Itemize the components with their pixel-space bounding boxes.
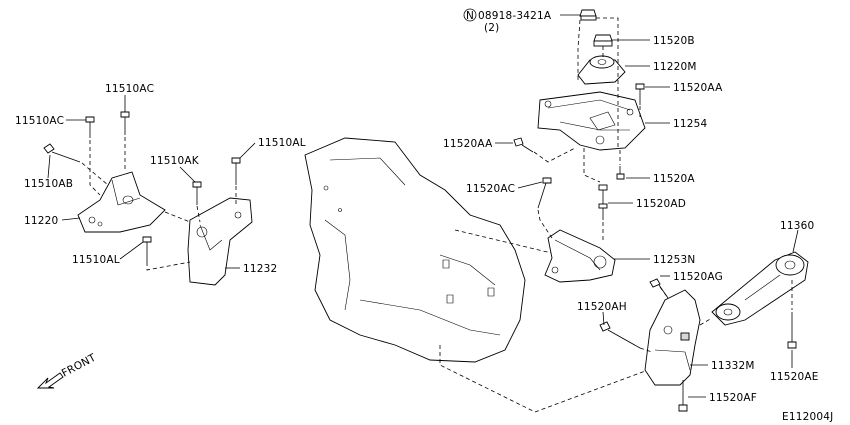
- bolt-11510AL-top: [231, 157, 241, 185]
- bolt-11520AH: [599, 321, 641, 349]
- bolt-11520AE: [787, 312, 797, 349]
- bracket-11332M: [644, 289, 701, 386]
- label-08918-3421A: 08918-3421A: [478, 10, 552, 22]
- label-11520AE: 11520AE: [770, 371, 819, 383]
- label-11520AA-right: 11520AA: [673, 82, 723, 94]
- stud-11520AC: [537, 177, 552, 209]
- diagram-code: E112004J: [782, 411, 833, 423]
- bolt-11510AB: [43, 143, 81, 163]
- label-11510AC-left: 11510AC: [15, 115, 64, 127]
- label-11510AL-bottom: 11510AL: [72, 254, 120, 266]
- bolt-11520A: [616, 166, 625, 180]
- bolt-11510AK: [192, 181, 202, 205]
- label-11232: 11232: [243, 263, 277, 275]
- label-11510AB: 11510AB: [24, 178, 73, 190]
- label-11520AF: 11520AF: [709, 392, 757, 404]
- front-label: FRONT: [60, 352, 99, 380]
- label-11520B: 11520B: [653, 35, 695, 47]
- label-11520A: 11520A: [653, 173, 695, 185]
- bracket-11253N: [544, 229, 616, 283]
- nut-08918-3421A: [579, 9, 597, 21]
- label-11520AA-left: 11520AA: [443, 138, 493, 150]
- bolt-11520AF: [678, 380, 688, 412]
- engine-block: [304, 137, 526, 363]
- label-11520AC: 11520AC: [466, 183, 515, 195]
- bracket-11254: [537, 91, 646, 151]
- label-11520AH: 11520AH: [577, 301, 627, 313]
- bolt-11520AA-right: [635, 83, 645, 105]
- torque-rod-11360: [711, 251, 809, 326]
- label-11510AL-top: 11510AL: [258, 137, 306, 149]
- bolt-11510AC-left: [85, 116, 95, 138]
- label-11220: 11220: [24, 215, 58, 227]
- stud-11520AD: [598, 184, 608, 220]
- label-11332M: 11332M: [711, 360, 755, 372]
- bolt-11510AL-bottom: [142, 236, 152, 262]
- insulator-11220M: [577, 55, 626, 85]
- label-11360: 11360: [780, 220, 814, 232]
- label-11520AG: 11520AG: [673, 271, 723, 283]
- bolt-11520AA-left: [513, 137, 534, 153]
- label-11510AK: 11510AK: [150, 155, 200, 167]
- bolt-11520AG: [649, 278, 669, 299]
- n-symbol-text: N: [466, 10, 474, 22]
- nut-11520B: [593, 34, 613, 47]
- label-11220M: 11220M: [653, 61, 697, 73]
- bracket-11232: [187, 197, 253, 286]
- mount-11220: [77, 171, 166, 233]
- label-11254: 11254: [673, 118, 708, 130]
- front-arrow: [36, 372, 64, 389]
- label-11253N: 11253N: [653, 254, 695, 266]
- label-11510AC-top: 11510AC: [105, 83, 154, 95]
- dashed-link-engine-bottom: [439, 345, 649, 413]
- label-11520AD: 11520AD: [636, 198, 686, 210]
- n-symbol: N: [463, 8, 477, 22]
- label-08918-3421A-qty: (2): [484, 22, 499, 34]
- bolt-11510AC-top: [120, 111, 130, 135]
- dashed-link-engine-mount-right: [454, 229, 561, 256]
